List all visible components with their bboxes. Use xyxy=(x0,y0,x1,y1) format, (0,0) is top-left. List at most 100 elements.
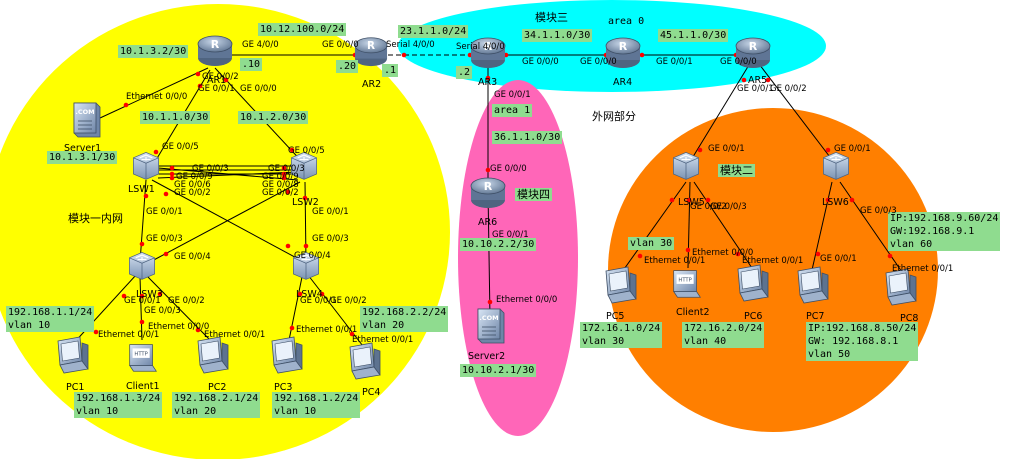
module4-label: 模块四 xyxy=(515,188,552,201)
port-label: Serial 4/0/0 xyxy=(456,42,505,52)
port-label: Serial 4/0/0 xyxy=(386,40,435,50)
subnet-label: 10.1.3.2/30 xyxy=(118,45,189,58)
link-ar1-server1 xyxy=(99,67,209,119)
switch-icon xyxy=(128,251,156,281)
router-icon xyxy=(354,37,388,67)
port-label: GE 0/0/2 xyxy=(168,296,205,306)
link-lsw6-pc7 xyxy=(811,181,833,271)
port-label: GE 0/0/0 xyxy=(720,57,757,67)
ip-suffix: .2 xyxy=(456,66,473,79)
link-lsw2-lsw3 xyxy=(149,181,301,263)
host-ip-label: 192.168.1.2/24 vlan 10 xyxy=(272,392,361,418)
port-label: Ethernet 0/0/1 xyxy=(742,256,804,266)
external-label: 外网部分 xyxy=(592,110,636,123)
link-lsw3-pc2 xyxy=(145,274,213,343)
link-lsw5-client2 xyxy=(687,181,691,269)
host-ip-label: IP:192.168.9.60/24 GW:192.168.9.1 vlan 6… xyxy=(888,212,1001,251)
device-name: LSW3 xyxy=(136,289,163,300)
port-label: GE 0/0/3 xyxy=(192,164,229,174)
device-name: PC1 xyxy=(66,382,85,393)
device-name: AR5 xyxy=(748,75,768,86)
port-label: GE 0/0/0 xyxy=(490,164,527,174)
port-label: Ethernet 0/0/1 xyxy=(98,330,160,340)
port-label: GE 0/0/1 xyxy=(312,207,349,217)
subnet-label: 10.1.2.0/30 xyxy=(238,111,309,124)
link-lsw2-lsw4 xyxy=(304,181,307,263)
subnet-label: 10.1.3.1/30 xyxy=(47,151,118,164)
device-name: PC3 xyxy=(274,382,293,393)
port-label: GE 0/0/1 xyxy=(737,84,774,94)
link-trunk-5 xyxy=(157,167,299,181)
link-lsw4-pc4 xyxy=(307,274,367,351)
device-name: LSW2 xyxy=(292,197,319,208)
subnet-label: 45.1.1.0/30 xyxy=(658,29,729,42)
port-label: GE 0/0/1 xyxy=(656,57,693,67)
area0-label: area 0 xyxy=(608,16,645,27)
port-label: GE 0/0/3 xyxy=(312,234,349,244)
host-ip-label: IP:192.168.8.50/24 GW: 192.168.8.1 vlan … xyxy=(806,322,919,361)
port-label: GE 4/0/0 xyxy=(242,40,279,50)
device-name: LSW6 xyxy=(822,197,849,208)
ip-suffix: .10 xyxy=(240,58,263,71)
link-lsw5-pc6 xyxy=(693,181,753,269)
device-name: LSW4 xyxy=(296,289,323,300)
port-label: GE 0/0/3 xyxy=(144,306,181,316)
port-label: GE 0/0/1 xyxy=(708,144,745,154)
client-icon xyxy=(673,270,701,298)
router-icon xyxy=(197,35,233,67)
port-label: GE 0/0/4 xyxy=(174,252,211,262)
ip-suffix: .20 xyxy=(336,60,359,73)
device-name: Client2 xyxy=(676,307,710,318)
host-ip-label: 192.168.2.2/24 vlan 20 xyxy=(360,306,449,332)
device-name: LSW1 xyxy=(128,184,155,195)
device-name: LSW5 xyxy=(678,197,705,208)
port-label: GE 0/0/1 xyxy=(834,144,871,154)
port-label: GE 0/0/5 xyxy=(162,142,199,152)
port-label: GE 0/0/1 xyxy=(198,84,235,94)
port-label: Ethernet 0/0/0 xyxy=(126,92,188,102)
port-label: GE 0/0/6 xyxy=(174,180,211,190)
device-name: PC4 xyxy=(362,387,381,398)
device-name: PC7 xyxy=(806,311,825,322)
port-label: GE 0/0/5 xyxy=(288,146,325,156)
link-ar5-lsw5 xyxy=(687,59,753,166)
port-label: Ethernet 0/0/0 xyxy=(692,248,754,258)
intranet-zone xyxy=(0,4,450,459)
link-lsw3-pc1 xyxy=(71,274,137,346)
ip-suffix: .1 xyxy=(382,64,399,77)
device-name: AR1 xyxy=(207,75,227,86)
client-icon xyxy=(129,344,157,372)
switch-icon xyxy=(132,151,160,181)
link-ar5-lsw6 xyxy=(755,59,837,166)
port-label: GE 0/0/1 xyxy=(124,296,161,306)
subnet-label: 23.1.1.0/24 xyxy=(398,25,469,38)
port-label: GE 0/0/0 xyxy=(522,57,559,67)
module2-label: 模块二 xyxy=(718,164,755,177)
device-name: AR3 xyxy=(478,77,498,88)
link-lsw5-pc5 xyxy=(621,181,687,273)
device-name: Client1 xyxy=(126,381,160,392)
host-ip-label: 172.16.2.0/24 vlan 40 xyxy=(682,322,765,348)
device-name: PC8 xyxy=(900,313,919,324)
host-ip-label: 192.168.1.3/24 vlan 10 xyxy=(74,392,163,418)
subnet-label: 10.12.100.0/24 xyxy=(258,23,347,36)
device-name: PC6 xyxy=(744,311,763,322)
port-label: GE 0/0/3 xyxy=(268,164,305,174)
device-name: AR2 xyxy=(362,79,382,90)
port-label: GE 0/0/1 xyxy=(146,207,183,217)
vlan-label: vlan 30 xyxy=(628,237,675,250)
port-label: Ethernet 0/0/1 xyxy=(204,330,266,340)
host-ip-label: 192.168.2.1/24 vlan 20 xyxy=(172,392,261,418)
subnet-label: 36.1.1.0/30 xyxy=(492,131,563,144)
port-label: GE 0/0/0 xyxy=(322,40,359,50)
port-label: Ethernet 0/0/1 xyxy=(296,325,358,335)
subnet-label: 10.1.1.0/30 xyxy=(140,111,211,124)
host-ip-label: 192.168.1.1/24 vlan 10 xyxy=(6,306,95,332)
port-label: GE 0/0/2 xyxy=(202,72,239,82)
port-label: GE 0/0/1 xyxy=(300,296,337,306)
port-label: Ethernet 0/0/0 xyxy=(148,322,210,332)
subnet-label: 10.10.2.2/30 xyxy=(460,238,537,251)
link-lsw1-lsw4 xyxy=(151,179,305,263)
host-ip-label: 172.16.1.0/24 vlan 30 xyxy=(580,322,663,348)
port-label: GE 0/0/8 xyxy=(262,180,299,190)
